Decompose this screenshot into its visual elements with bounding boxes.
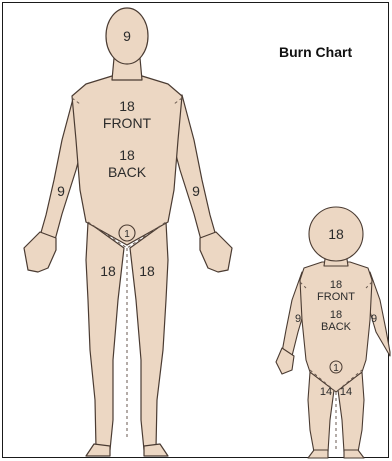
child-head-value: 18 [328,226,344,242]
adult-front-value: 18 [119,98,135,114]
adult-left-leg-value: 18 [100,263,116,279]
adult-back-value: 18 [119,147,135,163]
adult-left-arm-value: 9 [57,183,65,199]
child-right-leg-value: 14 [340,386,352,398]
adult-front-label: FRONT [103,115,152,131]
child-left-arm-value: 9 [295,313,301,325]
adult-head-value: 9 [123,28,131,44]
adult-back-label: BACK [108,164,147,180]
child-figure: 18 18 FRONT 18 BACK 9 9 1 14 14 [276,207,390,458]
child-left-leg-value: 14 [320,386,332,398]
adult-right-arm-value: 9 [192,183,200,199]
child-front-label: FRONT [317,291,355,303]
adult-right-leg-value: 18 [139,263,155,279]
child-back-label: BACK [321,321,352,333]
child-perineum-value: 1 [333,363,339,374]
child-back-value: 18 [330,309,342,321]
adult-figure: 9 18 FRONT 18 BACK 9 9 1 18 18 [24,8,232,456]
adult-perineum-value: 1 [124,229,130,240]
child-right-arm-value: 9 [371,313,377,325]
child-front-value: 18 [330,279,342,291]
